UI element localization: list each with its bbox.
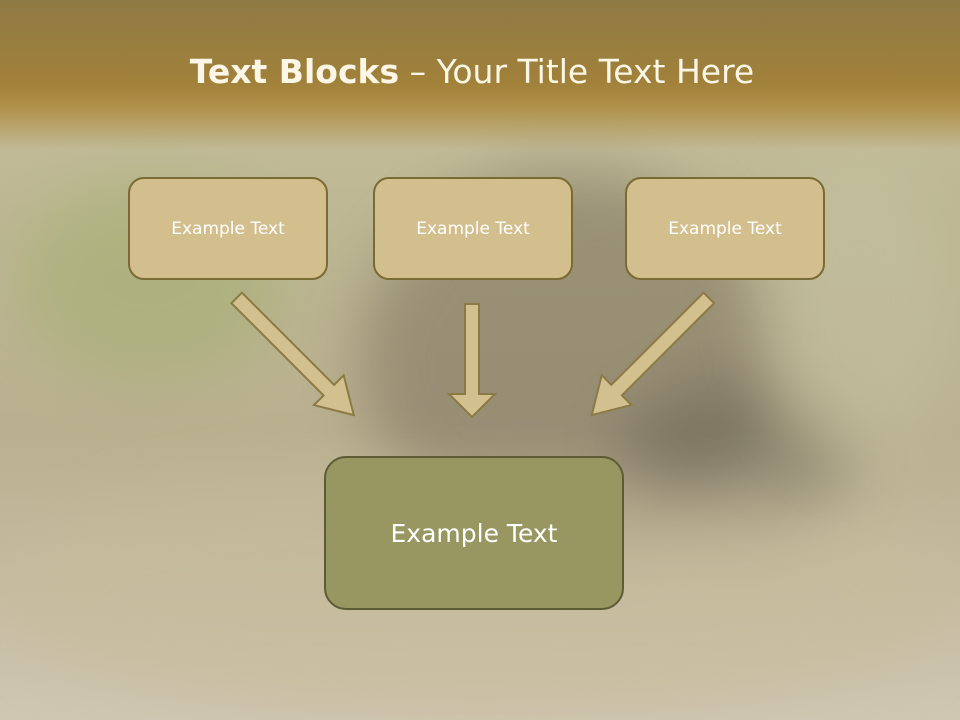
text-block-middle[interactable]: Example Text xyxy=(373,177,573,280)
arrow-right xyxy=(590,291,716,417)
main-text-block-label: Example Text xyxy=(390,518,558,548)
arrow-middle xyxy=(446,303,498,419)
title-separator: – xyxy=(399,52,437,91)
text-block-left[interactable]: Example Text xyxy=(128,177,328,280)
title-bar xyxy=(0,0,960,150)
text-block-left-label: Example Text xyxy=(171,218,285,239)
title-rest: Your Title Text Here xyxy=(436,52,755,91)
text-block-middle-label: Example Text xyxy=(416,218,530,239)
text-block-right-label: Example Text xyxy=(668,218,782,239)
slide-title: Text Blocks – Your Title Text Here xyxy=(0,52,944,91)
main-text-block[interactable]: Example Text xyxy=(324,456,624,610)
arrow-left xyxy=(229,291,356,417)
title-bold: Text Blocks xyxy=(189,52,400,91)
text-block-right[interactable]: Example Text xyxy=(625,177,825,280)
